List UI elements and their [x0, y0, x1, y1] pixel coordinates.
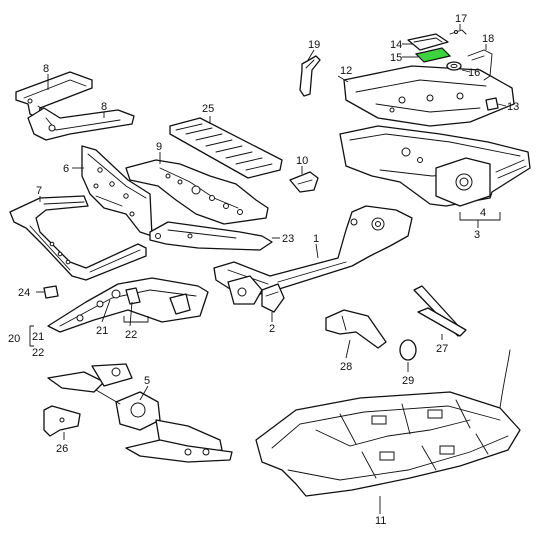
part-23[interactable] [149, 221, 273, 251]
callout-5[interactable]: 5 [144, 375, 150, 387]
callout-13[interactable]: 13 [507, 101, 519, 113]
part-24[interactable] [43, 285, 59, 299]
part-16[interactable] [446, 61, 462, 71]
part-13[interactable] [485, 97, 499, 111]
leader-lines [29, 24, 507, 514]
callout-16[interactable]: 16 [468, 67, 480, 79]
part-17[interactable] [449, 29, 467, 35]
callout-22-legend[interactable]: 22 [32, 347, 44, 359]
part-26[interactable] [43, 405, 81, 437]
callout-24[interactable]: 24 [18, 287, 30, 299]
callout-7[interactable]: 7 [36, 185, 42, 197]
callout-1[interactable]: 1 [313, 233, 319, 245]
callout-21-legend[interactable]: 21 [32, 331, 44, 343]
callout-6[interactable]: 6 [63, 163, 69, 175]
callout-14[interactable]: 14 [390, 39, 402, 51]
part-18[interactable] [467, 49, 493, 81]
callout-2[interactable]: 2 [269, 323, 275, 335]
callout-11[interactable]: 11 [375, 515, 386, 527]
part-5[interactable] [47, 363, 233, 463]
part-2[interactable] [261, 283, 285, 313]
callout-28[interactable]: 28 [340, 361, 352, 373]
callout-21-diagram[interactable]: 21 [96, 325, 108, 337]
part-22-bracket[interactable] [125, 287, 141, 305]
part-9[interactable] [125, 159, 269, 225]
part-25[interactable] [169, 117, 283, 179]
part-8-lower[interactable] [27, 107, 135, 141]
callout-19[interactable]: 19 [308, 39, 320, 51]
part-19[interactable] [299, 55, 321, 97]
part-10[interactable] [289, 171, 319, 193]
part-21-frame[interactable] [47, 277, 209, 333]
callout-8-upper[interactable]: 8 [43, 63, 49, 75]
callout-4[interactable]: 4 [480, 207, 486, 219]
callout-27[interactable]: 27 [436, 343, 448, 355]
callout-15[interactable]: 15 [390, 52, 402, 64]
callout-9[interactable]: 9 [156, 141, 162, 153]
part-4-rear-frame[interactable] [339, 125, 531, 207]
callout-10[interactable]: 10 [296, 155, 308, 167]
callout-labels: 8 8 6 7 9 25 10 19 12 14 15 16 17 18 13 … [8, 13, 519, 527]
part-6[interactable] [81, 145, 153, 237]
part-29[interactable] [399, 339, 417, 361]
callout-3[interactable]: 3 [474, 229, 480, 241]
callout-29[interactable]: 29 [402, 375, 414, 387]
callout-18[interactable]: 18 [482, 33, 494, 45]
callout-8-lower[interactable]: 8 [101, 101, 107, 113]
callout-20[interactable]: 20 [8, 333, 20, 345]
part-8-upper[interactable] [15, 71, 93, 119]
callout-26[interactable]: 26 [56, 443, 68, 455]
part-7[interactable] [9, 195, 147, 281]
callout-17[interactable]: 17 [455, 13, 467, 25]
part-12[interactable] [343, 65, 515, 127]
part-11-floor-pan[interactable] [255, 349, 521, 497]
callout-12[interactable]: 12 [340, 65, 352, 77]
callout-22-diagram[interactable]: 22 [125, 329, 137, 341]
part-15-highlighted[interactable] [414, 47, 452, 63]
part-14[interactable] [407, 33, 449, 51]
part-28[interactable] [325, 309, 387, 349]
callout-23[interactable]: 23 [282, 233, 294, 245]
callout-25[interactable]: 25 [202, 103, 214, 115]
part-27[interactable] [413, 285, 467, 337]
